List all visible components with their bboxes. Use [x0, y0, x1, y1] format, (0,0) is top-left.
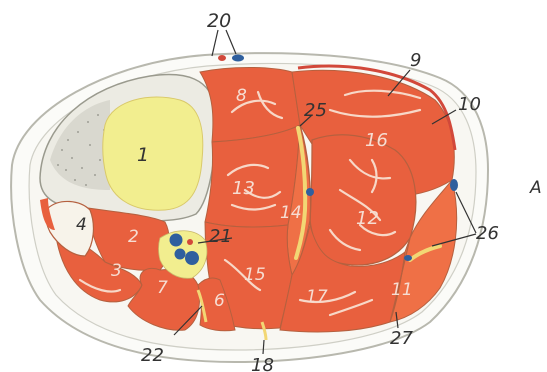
label-13: 13	[232, 178, 255, 199]
femur-bone	[103, 97, 203, 210]
label-15: 15	[244, 265, 266, 285]
label-22: 22	[141, 345, 164, 366]
label-4: 4	[76, 215, 87, 235]
label-25: 25	[304, 100, 327, 121]
vessel-21a	[170, 234, 183, 247]
label-21: 21	[209, 226, 232, 247]
label-6: 6	[214, 291, 225, 311]
vessel-21b	[175, 249, 186, 260]
vessel-21c	[185, 251, 199, 265]
vessel-25	[306, 188, 314, 196]
label-17: 17	[306, 287, 328, 307]
label-16: 16	[365, 130, 388, 151]
side-letter: A	[529, 178, 542, 198]
label-11: 11	[391, 280, 413, 300]
label-18: 18	[251, 355, 274, 372]
label-14: 14	[280, 203, 302, 223]
vessel-20a	[232, 55, 244, 62]
label-8: 8	[236, 86, 247, 106]
label-2: 2	[128, 227, 139, 247]
vessel-26b	[404, 255, 412, 261]
label-12: 12	[356, 208, 379, 229]
vessel-26a	[450, 179, 458, 191]
label-9: 9	[410, 50, 421, 71]
muscle-12	[310, 135, 416, 265]
artery-21	[187, 239, 193, 245]
label-26: 26	[476, 223, 499, 244]
label-20: 20	[207, 10, 231, 32]
label-10: 10	[458, 94, 481, 115]
label-27: 27	[390, 328, 413, 349]
label-3: 3	[111, 261, 122, 281]
vessel-20b	[218, 55, 226, 61]
label-7: 7	[157, 278, 168, 298]
label-1: 1	[137, 144, 149, 166]
